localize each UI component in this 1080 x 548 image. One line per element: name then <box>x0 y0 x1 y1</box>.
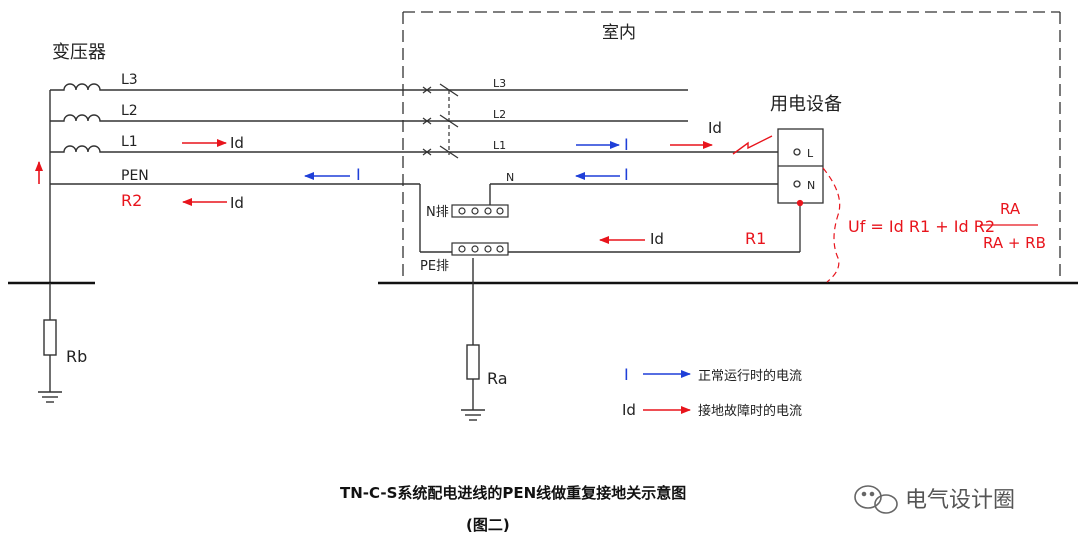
label-r1: R1 <box>745 229 766 248</box>
normal-arrows <box>304 141 691 378</box>
label-n-right: N <box>506 171 514 184</box>
id-label-l1: Id <box>230 134 244 152</box>
watermark-text: 电气设计圈 <box>905 488 1015 513</box>
label-l1-right: L1 <box>493 139 506 152</box>
formula-numerator: RA <box>1000 200 1021 218</box>
i-label-n: I <box>624 165 629 184</box>
label-ra: Ra <box>487 369 508 388</box>
i-label-pen: I <box>356 165 361 184</box>
switch-marks <box>422 83 459 159</box>
indoor-boundary <box>402 11 1061 280</box>
fault-spark <box>732 135 773 155</box>
caption-title: TN-C-S系统配电进线的PEN线做重复接地关示意图 <box>340 484 686 502</box>
legend-normal-text: 正常运行时的电流 <box>698 368 802 384</box>
label-l2-left: L2 <box>121 103 138 119</box>
legend-fault-text: 接地故障时的电流 <box>698 403 802 419</box>
legend-normal-symbol: I <box>624 365 629 384</box>
legend-fault-symbol: Id <box>622 401 636 419</box>
n-bar <box>451 204 509 218</box>
label-l2-right: L2 <box>493 108 506 121</box>
ra-resistor <box>461 258 485 421</box>
id-label-eq: Id <box>708 119 722 137</box>
formula-denominator: RA + RB <box>983 234 1046 252</box>
transformer-label: 变压器 <box>52 42 106 63</box>
i-label-l1: I <box>624 135 629 154</box>
formula-lhs: Uf = Id R1 + Id R2 <box>848 217 995 236</box>
equipment-box <box>777 128 824 252</box>
label-pen: PEN <box>121 168 149 184</box>
uf-dashed-line <box>822 167 841 283</box>
transformer-coils <box>50 83 782 153</box>
terminal-l: L <box>807 147 814 160</box>
id-label-pe: Id <box>650 230 664 248</box>
pe-bar <box>451 242 509 256</box>
label-l1-left: L1 <box>121 134 138 150</box>
caption-subtitle: (图二) <box>466 516 510 534</box>
fault-arrows <box>35 139 713 414</box>
label-r2: R2 <box>121 191 142 210</box>
label-l3-right: L3 <box>493 77 506 90</box>
label-l3-left: L3 <box>121 72 138 88</box>
equipment-label: 用电设备 <box>770 94 842 115</box>
watermark-logo <box>854 485 898 514</box>
indoor-label: 室内 <box>602 23 636 43</box>
terminal-n: N <box>807 179 815 192</box>
label-pe-bar: PE排 <box>420 259 449 274</box>
label-n-bar: N排 <box>426 205 449 220</box>
label-rb: Rb <box>66 347 87 366</box>
rb-resistor <box>38 283 62 403</box>
id-label-pen: Id <box>230 194 244 212</box>
